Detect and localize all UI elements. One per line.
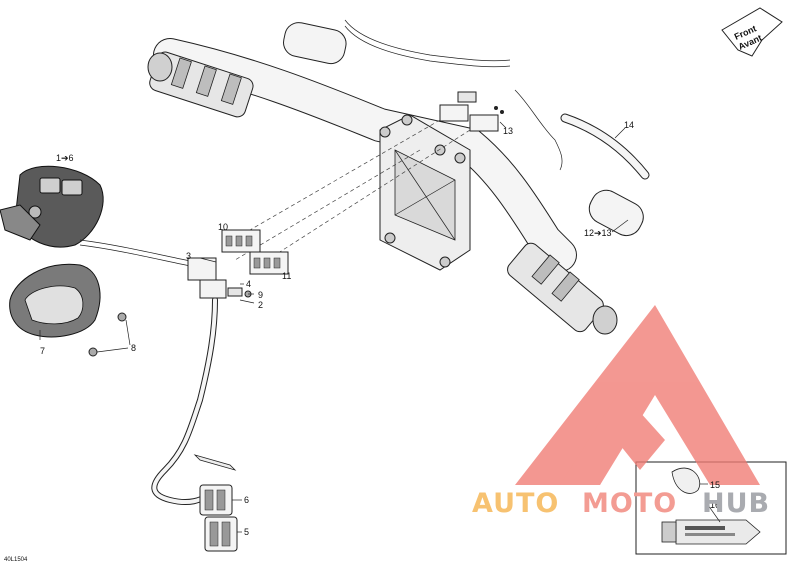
screws-8 bbox=[88, 312, 131, 357]
callout-4: 4 bbox=[246, 279, 251, 289]
callout-2: 2 bbox=[258, 300, 263, 310]
part-14-tube bbox=[560, 113, 650, 180]
callout-11: 11 bbox=[282, 271, 291, 281]
routing-lines bbox=[234, 119, 471, 261]
wiring-harness bbox=[79, 239, 237, 506]
handlebar bbox=[153, 38, 577, 272]
callout-16: 16 bbox=[710, 500, 720, 510]
callout-6: 6 bbox=[244, 495, 249, 505]
callout-5: 5 bbox=[244, 527, 249, 537]
callout-3: 3 bbox=[186, 251, 191, 261]
top-sleeve bbox=[283, 19, 511, 68]
callout-10: 10 bbox=[218, 222, 228, 232]
watermark-word-b: MOTO bbox=[582, 488, 677, 519]
callout-12-13: 12➔13 bbox=[584, 228, 612, 238]
part-12-13-sleeve bbox=[588, 189, 644, 237]
callout-9: 9 bbox=[258, 290, 263, 300]
connector-cluster-3-4 bbox=[187, 257, 255, 304]
watermark-logo bbox=[515, 305, 760, 485]
connector-10 bbox=[221, 229, 261, 253]
callout-labels: 1➔6 2 3 4 5 6 7 8 9 10 11 12➔13 13 14 15… bbox=[40, 120, 720, 537]
connector-11 bbox=[249, 251, 289, 275]
part-7-bracket bbox=[9, 263, 101, 340]
connector-6 bbox=[199, 484, 242, 516]
callout-13: 13 bbox=[503, 126, 513, 136]
right-wire bbox=[514, 89, 563, 171]
front-direction-sign: Front Avant bbox=[721, 7, 783, 57]
connectors-13 bbox=[439, 91, 507, 132]
watermark-text: AUTO MOTO HUB bbox=[472, 488, 770, 519]
drawing-code: 40L1504 bbox=[4, 557, 28, 563]
watermark-word-a: AUTO bbox=[472, 488, 559, 519]
switch-housing bbox=[0, 165, 104, 248]
callout-14: 14 bbox=[624, 120, 634, 130]
riser-clamp bbox=[379, 114, 471, 271]
left-grip bbox=[147, 51, 254, 118]
connector-5 bbox=[204, 516, 242, 552]
right-grip bbox=[507, 242, 618, 335]
callout-15: 15 bbox=[710, 480, 720, 490]
callout-1-6: 1➔6 bbox=[56, 153, 74, 163]
callout-8: 8 bbox=[131, 343, 136, 353]
watermark-word-c: HUB bbox=[702, 488, 770, 519]
callout-7: 7 bbox=[40, 346, 45, 356]
